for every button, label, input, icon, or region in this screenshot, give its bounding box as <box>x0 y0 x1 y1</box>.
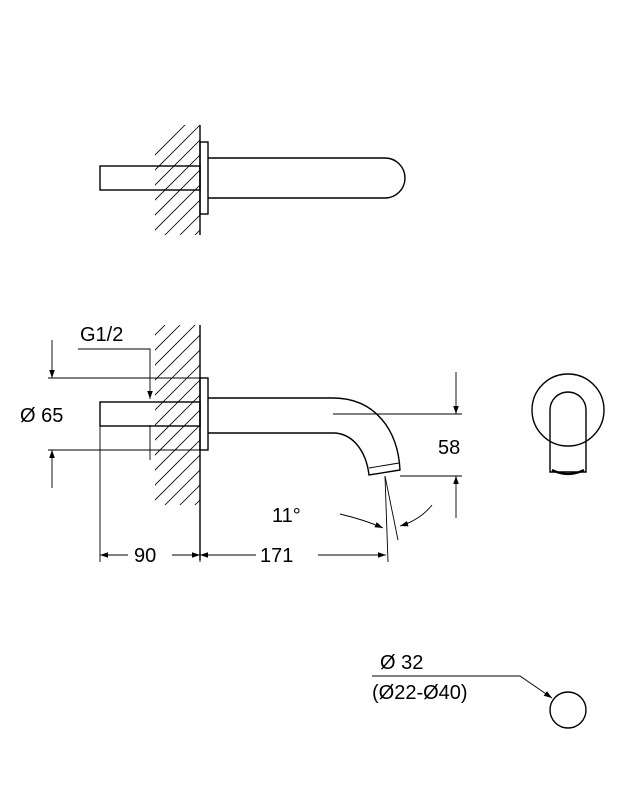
side-view <box>48 325 462 563</box>
front-spout <box>549 391 587 473</box>
front-view <box>531 373 605 476</box>
side-wall-hatch <box>155 325 200 505</box>
rosette-diameter-label: Ø 65 <box>20 405 63 427</box>
spout-length-label: 171 <box>260 545 293 567</box>
aerator-leader <box>372 675 553 699</box>
side-rosette <box>199 377 209 451</box>
angle-arrow-right <box>399 504 433 527</box>
angle-ref-jet <box>384 475 399 541</box>
aerator-circle <box>549 691 587 729</box>
top-spout <box>208 157 406 199</box>
stream-range-label: (Ø22-Ø40) <box>372 682 468 704</box>
height-label: 58 <box>438 437 460 459</box>
top-rosette <box>199 141 209 215</box>
front-spout-outlet <box>551 469 585 476</box>
angle-arrow-left <box>339 513 384 529</box>
stream-diameter-label: Ø 32 <box>380 652 423 674</box>
angle-label: 11° <box>272 505 301 527</box>
thread-label: G1/2 <box>80 324 123 346</box>
angle-ref-vertical <box>384 475 389 563</box>
front-rosette <box>531 373 605 447</box>
aerator-detail <box>372 675 587 729</box>
thread-leader <box>78 348 153 399</box>
top-wall-hatch <box>155 125 200 235</box>
top-view <box>99 125 406 235</box>
spout-tip-ring <box>368 462 400 469</box>
wall-depth-label: 90 <box>134 545 156 567</box>
side-body <box>99 401 201 427</box>
side-spout <box>208 397 401 476</box>
